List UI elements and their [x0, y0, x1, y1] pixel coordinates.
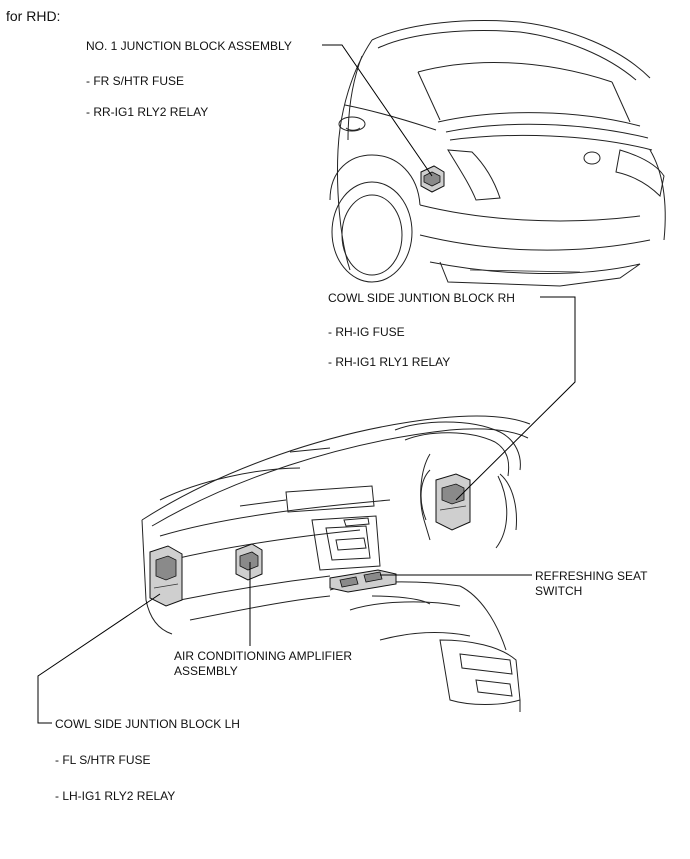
cowl-side-rh-item: - RH-IG FUSE — [328, 325, 405, 339]
no1-junction-block-item: - FR S/HTR FUSE — [86, 74, 184, 88]
page-header: for RHD: — [6, 8, 61, 24]
ac-amplifier-part — [235, 543, 263, 581]
leader-lines — [37, 44, 576, 724]
cowl-side-rh-item: - RH-IG1 RLY1 RELAY — [328, 355, 451, 369]
cowl-side-lh-part — [149, 545, 183, 607]
cowl-side-rh-title: COWL SIDE JUNTION BLOCK RH — [328, 291, 515, 305]
refreshing-seat-switch-label-line2: SWITCH — [535, 584, 583, 598]
ac-amplifier-label-line1: AIR CONDITIONING AMPLIFIER — [174, 649, 353, 663]
ac-amplifier-label-line2: ASSEMBLY — [174, 664, 238, 678]
cowl-side-lh-item: - LH-IG1 RLY2 RELAY — [55, 789, 176, 803]
instrument-panel-illustration — [141, 415, 531, 712]
cowl-side-rh-part — [435, 473, 471, 531]
vehicle-rear-illustration — [329, 20, 666, 287]
no1-junction-block-item: - RR-IG1 RLY2 RELAY — [86, 105, 209, 119]
refreshing-seat-switch-part — [329, 569, 397, 593]
no1-junction-block-title: NO. 1 JUNCTION BLOCK ASSEMBLY — [86, 39, 292, 53]
cowl-side-lh-item: - FL S/HTR FUSE — [55, 753, 151, 767]
refreshing-seat-switch-label-line1: REFRESHING SEAT — [535, 569, 648, 583]
no1-junction-block-part — [420, 165, 445, 193]
cowl-side-lh-title: COWL SIDE JUNTION BLOCK LH — [55, 717, 240, 731]
